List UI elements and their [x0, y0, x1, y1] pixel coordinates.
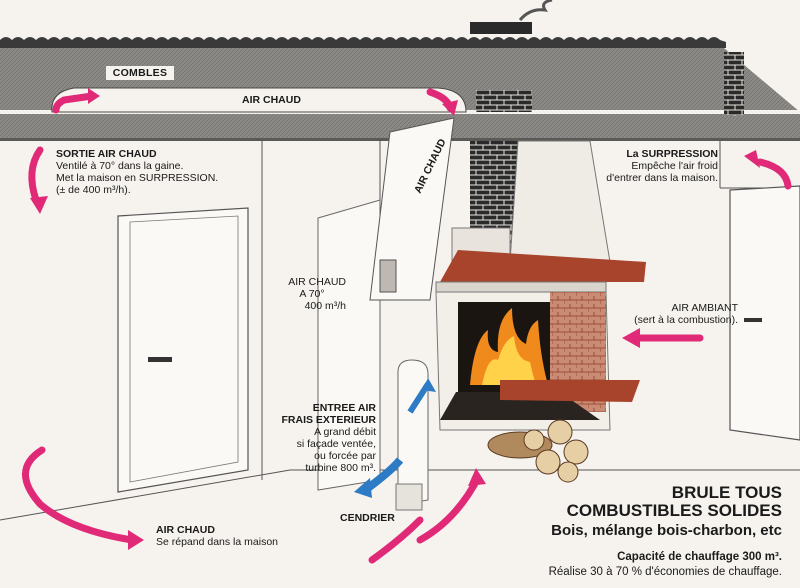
hot-air-outlet-line2: Met la maison en SURPRESSION.: [56, 172, 219, 184]
fresh-air-title1: ENTREE AIR: [312, 402, 376, 414]
heating-capacity: Capacité de chauffage 300 m³.: [617, 551, 782, 563]
duct-side-line2: A 70°: [299, 288, 325, 300]
fresh-air-block: ENTREE AIR FRAIS EXTERIEUR A grand débit…: [262, 402, 376, 474]
fresh-air-title2: FRAIS EXTERIEUR: [281, 414, 376, 426]
duct-side-line3: 400 m³/h: [304, 300, 346, 312]
firebox: [435, 291, 640, 431]
door-right: [729, 185, 800, 441]
ash-pan-label: CENDRIER: [340, 512, 395, 524]
fresh-air-line1: A grand débit: [314, 426, 376, 438]
ambient-air-block: AIR AMBIANT (sert à la combustion).: [634, 302, 738, 326]
hot-air-outlet-block: SORTIE AIR CHAUD Ventilé à 70° dans la g…: [56, 148, 218, 196]
fuel-types: Bois, mélange bois-charbon, etc: [551, 522, 782, 539]
duct-panel: [317, 117, 455, 491]
fresh-air-line3: ou forcée par: [314, 450, 376, 462]
headline-line2: COMBUSTIBLES SOLIDES: [566, 501, 782, 520]
hot-air-outlet-line3: (± de 400 m³/h).: [56, 184, 131, 196]
attic-label: COMBLES: [106, 66, 174, 80]
ambient-air-line1: (sert à la combustion).: [634, 314, 738, 326]
chimney-icon: [470, 22, 532, 34]
arrow-heads: [30, 88, 760, 550]
airflow-arrows: [22, 88, 792, 564]
spread-air-title: AIR CHAUD: [156, 524, 215, 536]
fresh-air-line4: turbine 800 m³.: [305, 462, 376, 474]
fire-icon: [470, 308, 548, 385]
logs-icon: [487, 419, 589, 483]
overpressure-line1: Empêche l'air froid: [631, 160, 718, 172]
duct-side-block: AIR CHAUD A 70° 400 m³/h: [278, 276, 346, 312]
hot-air-outlet-title: SORTIE AIR CHAUD: [56, 148, 157, 160]
fresh-air-inlet: [354, 359, 436, 511]
spread-air-line1: Se répand dans la maison: [156, 536, 278, 548]
specs-block: Capacité de chauffage 300 m³. Réalise 30…: [549, 550, 782, 580]
duct-side-line1: AIR CHAUD: [288, 276, 346, 288]
savings-text: Réalise 30 à 70 % d'économies de chauffa…: [548, 566, 782, 578]
chimney-hood: [435, 140, 646, 293]
headline-block: BRULE TOUS COMBUSTIBLES SOLIDES: [567, 484, 782, 520]
overpressure-block: La SURPRESSION Empêche l'air froid d'ent…: [606, 148, 718, 184]
door-icon: [117, 207, 249, 493]
hot-air-outlet-line1: Ventilé à 70° dans la gaine.: [56, 160, 184, 172]
ambient-air-title: AIR AMBIANT: [671, 302, 738, 314]
overpressure-title: La SURPRESSION: [626, 148, 718, 160]
fresh-air-line2: si façade ventée,: [296, 438, 376, 450]
overpressure-line2: d'entrer dans la maison.: [606, 172, 718, 184]
attic-airflow-label: AIR CHAUD: [242, 94, 301, 106]
headline-line1: BRULE TOUS: [671, 483, 782, 502]
spread-air-block: AIR CHAUD Se répand dans la maison: [156, 524, 278, 548]
